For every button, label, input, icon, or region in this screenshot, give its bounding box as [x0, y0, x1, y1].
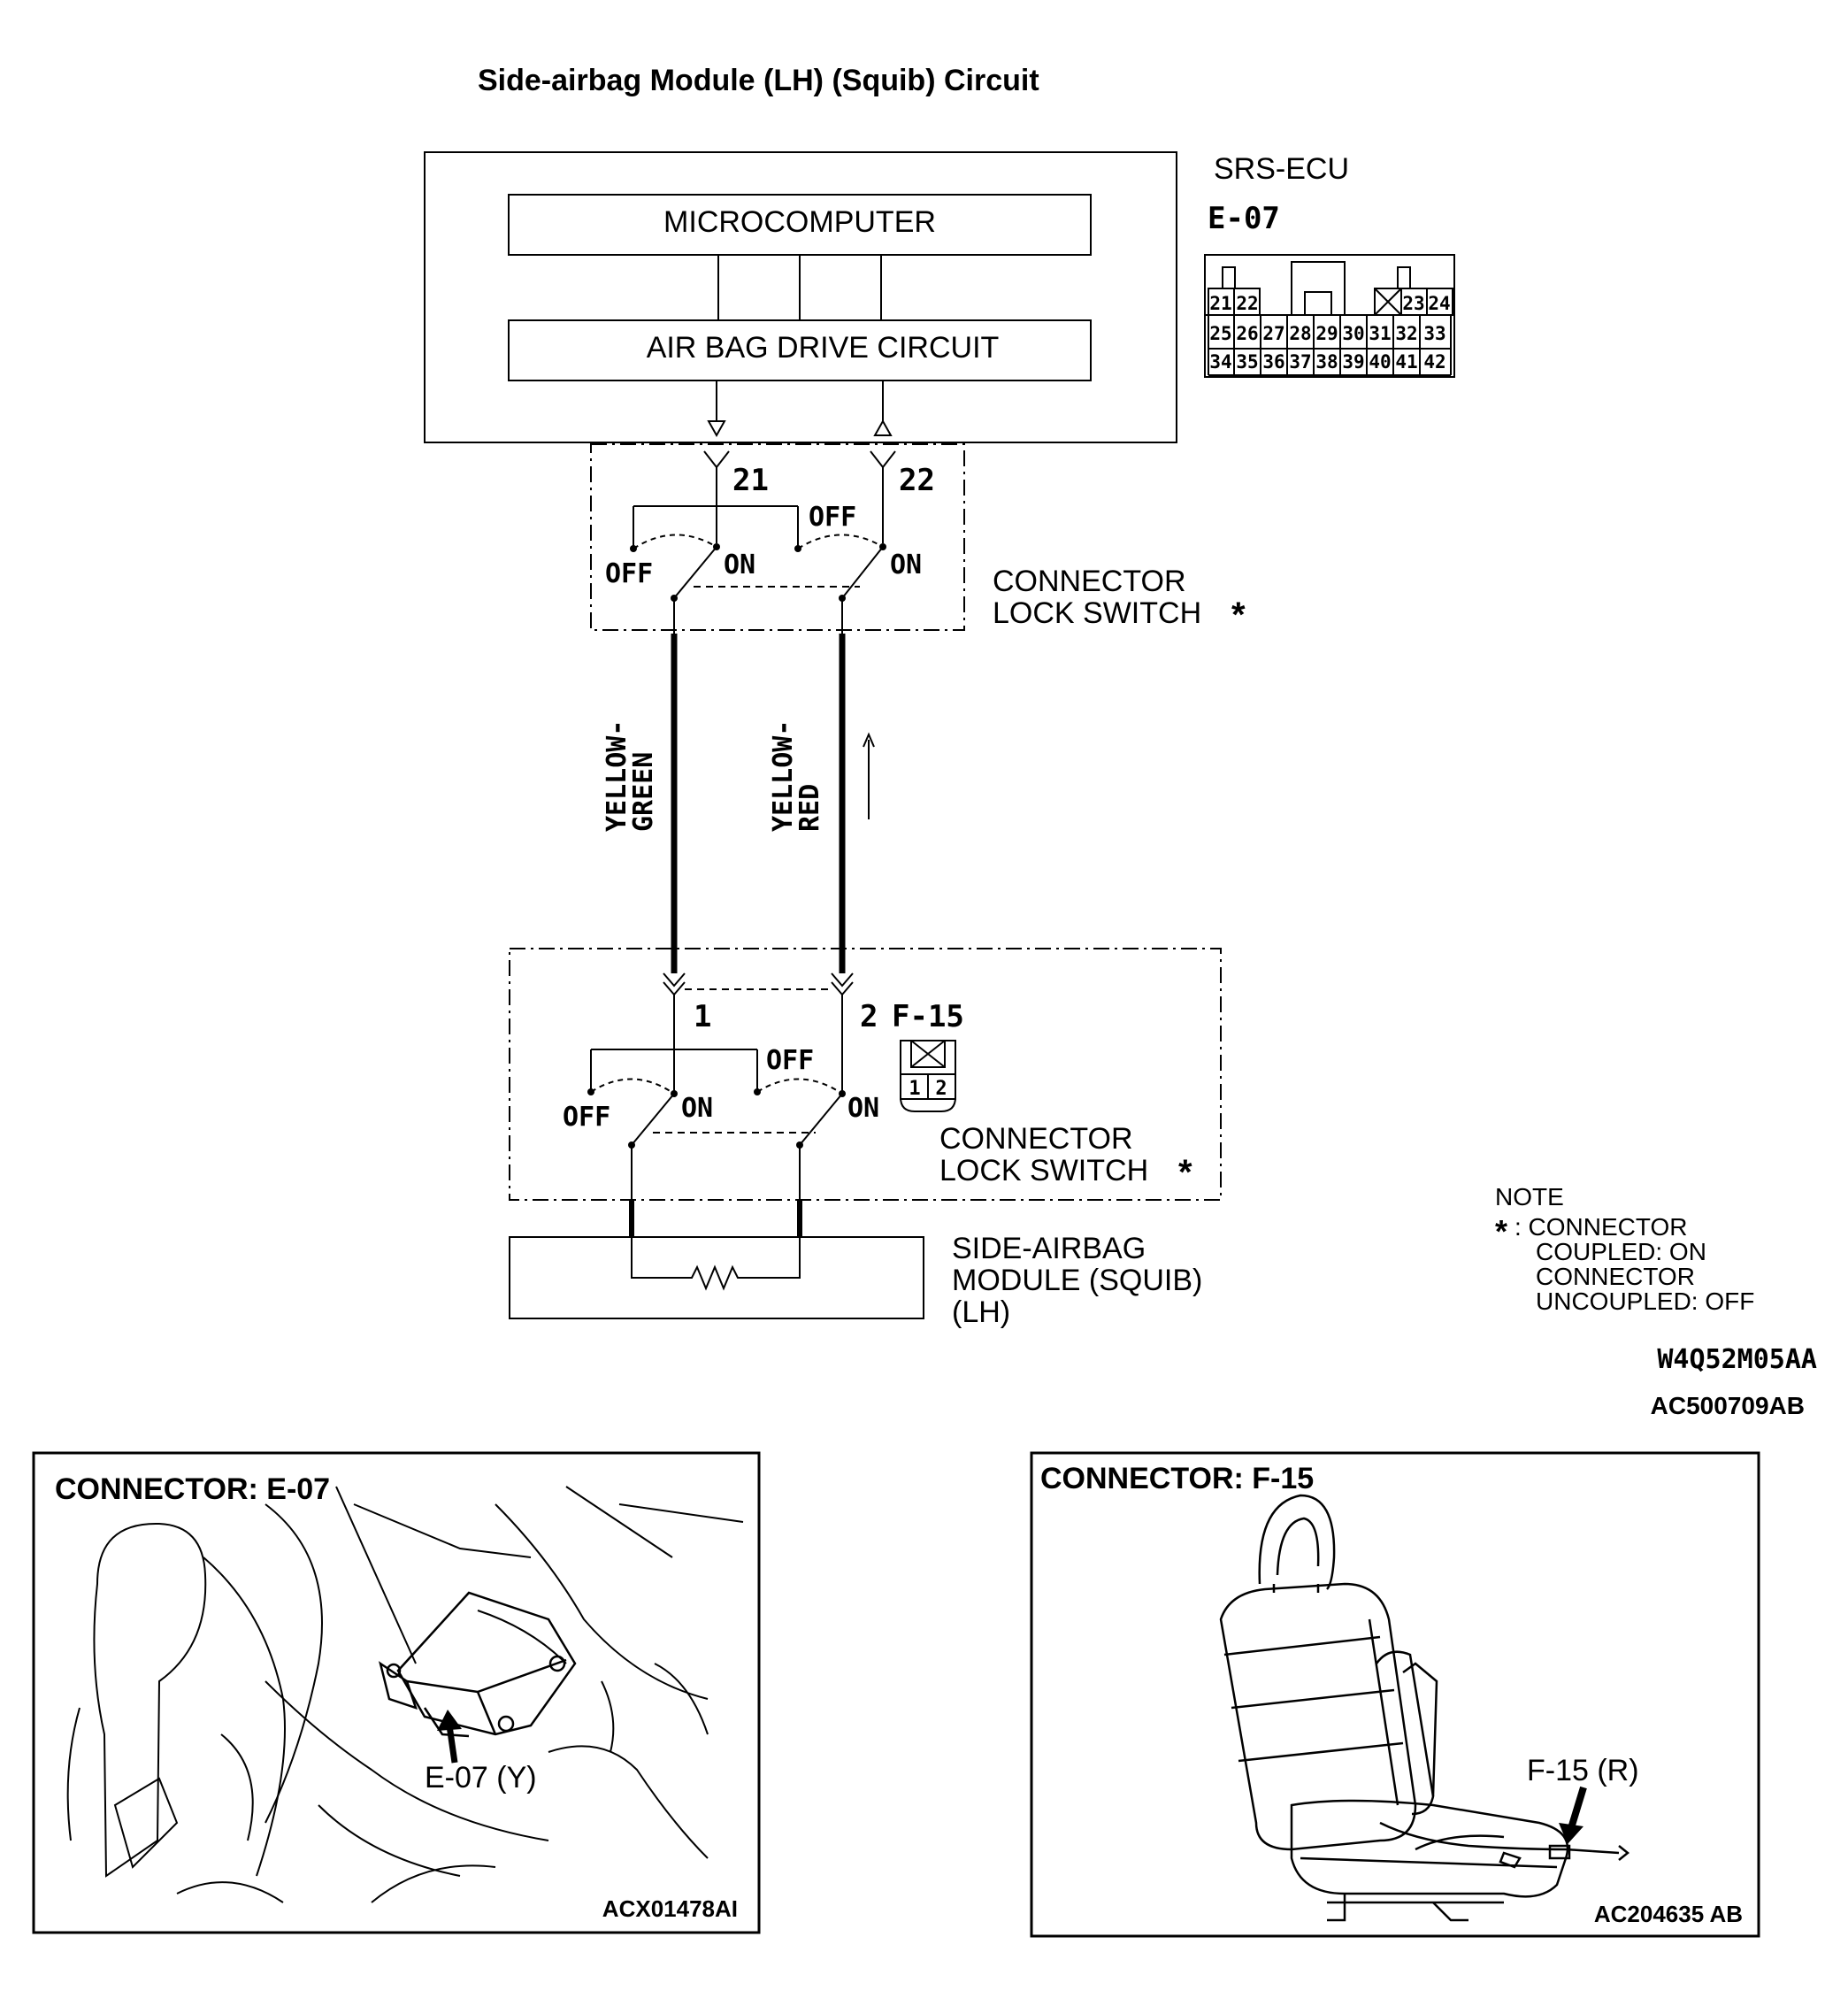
upper-off-left-label: OFF [605, 558, 653, 589]
svg-text:YELLOW-: YELLOW- [602, 720, 633, 832]
lower-lock-switch-label-2: LOCK SWITCH [939, 1154, 1148, 1187]
note-title: NOTE [1495, 1183, 1564, 1211]
pin-label: 31 [1369, 323, 1391, 344]
pin-label: 28 [1289, 323, 1311, 344]
pin-label: 36 [1262, 351, 1284, 373]
pin-label: 41 [1395, 351, 1417, 373]
note-line-3: CONNECTOR [1536, 1263, 1695, 1290]
wire-label-left: YELLOW- GREEN [602, 720, 659, 832]
pin-label: 2 [935, 1078, 947, 1100]
output-arrow-down-icon [707, 420, 726, 438]
squib-resistor-icon [631, 1237, 801, 1291]
pin-label: 33 [1423, 323, 1445, 344]
lower-off-left-label: OFF [563, 1102, 610, 1133]
input-arrow-up-icon [873, 419, 893, 436]
e07-pinout-diagram: 21 22 23 24 25 26 27 28 29 30 31 32 33 3… [1204, 254, 1455, 378]
diagram-code: W4Q52M05AA [1657, 1344, 1817, 1375]
upper-on-right-label: ON [890, 550, 922, 580]
pin-label: 1 [909, 1078, 920, 1100]
pin-label: 26 [1236, 323, 1258, 344]
pin-label: 29 [1315, 323, 1338, 344]
upper-asterisk: * [1231, 596, 1246, 634]
f15-connector-id: F-15 [892, 999, 964, 1034]
air-bag-drive-circuit-box [508, 319, 1092, 381]
figure-code: AC500709AB [1651, 1392, 1805, 1419]
pin-label: 23 [1402, 293, 1424, 314]
panel-right-title: CONNECTOR: F-15 [1040, 1462, 1314, 1495]
lower-on-left-label: ON [681, 1093, 713, 1124]
srs-ecu-box [424, 151, 1177, 443]
pin-label: 25 [1209, 323, 1231, 344]
e07-callout: E-07 (Y) [425, 1761, 537, 1795]
panel-left-title: CONNECTOR: E-07 [55, 1472, 330, 1506]
pin-label: 30 [1342, 323, 1364, 344]
module-label-2: MODULE (SQUIB) [952, 1264, 1202, 1297]
lower-lock-switch-boundary [509, 948, 1222, 1201]
upper-lock-switch-label-2: LOCK SWITCH [993, 596, 1201, 630]
pin-label: 35 [1236, 351, 1258, 373]
panel-right-code: AC204635 AB [1594, 1901, 1743, 1927]
srs-ecu-label: SRS-ECU [1214, 152, 1349, 186]
module-label-1: SIDE-AIRBAG [952, 1232, 1146, 1265]
panel-left-code: ACX01478AI [602, 1895, 738, 1922]
f15-pin-1: 1 [694, 999, 711, 1034]
pin-label: 42 [1423, 351, 1445, 373]
svg-text:YELLOW-: YELLOW- [768, 720, 799, 832]
pin-label: 37 [1289, 351, 1311, 373]
vehicle-interior-sketch [66, 1486, 744, 1903]
pin-label: 40 [1369, 351, 1391, 373]
pin-label: 39 [1342, 351, 1364, 373]
ecu-connector-id: E-07 [1208, 201, 1280, 236]
drive-circuit-label: AIR BAG DRIVE CIRCUIT [647, 331, 1000, 365]
svg-text:RED: RED [794, 784, 825, 832]
upper-lock-switch-label-1: CONNECTOR [993, 565, 1186, 598]
f15-pin-2: 2 [860, 999, 878, 1034]
ecu-pin-22: 22 [899, 463, 935, 498]
srs-ecu-unit-sketch [379, 1591, 577, 1738]
pin-label: 34 [1209, 351, 1231, 373]
ecu-pin-21: 21 [732, 463, 769, 498]
pin-label: 21 [1209, 293, 1231, 314]
f15-pointer-arrow-icon [1568, 1786, 1587, 1830]
pin-label: 38 [1315, 351, 1338, 373]
wire-label-right: YELLOW- RED [768, 720, 825, 832]
f15-pinout-diagram: 1 2 [900, 1040, 956, 1112]
pin-label: 24 [1428, 293, 1450, 314]
note-line-4: UNCOUPLED: OFF [1536, 1287, 1754, 1315]
f15-callout: F-15 (R) [1527, 1754, 1639, 1787]
lower-on-right-label: ON [847, 1093, 879, 1124]
connector-f15-panel: CONNECTOR: F-15 [1030, 1451, 1760, 1938]
module-label-3: (LH) [952, 1295, 1010, 1329]
svg-text:GREEN: GREEN [628, 752, 659, 832]
e07-pointer-arrow-icon [446, 1725, 458, 1764]
diagram-title: Side-airbag Module (LH) (Squib) Circuit [478, 64, 1039, 97]
seat-sketch [1219, 1494, 1630, 1922]
lower-lock-switch-label-1: CONNECTOR [939, 1122, 1133, 1156]
note-line-1: : CONNECTOR [1514, 1213, 1688, 1241]
note-line-2: COUPLED: ON [1536, 1238, 1706, 1265]
microcomputer-label: MICROCOMPUTER [663, 205, 936, 239]
upper-off-right-label: OFF [809, 502, 856, 533]
connector-e07-panel: CONNECTOR: E-07 [32, 1451, 761, 1934]
pin-label: 27 [1262, 323, 1284, 344]
note-asterisk: * [1495, 1213, 1507, 1249]
lower-asterisk: * [1178, 1153, 1192, 1192]
upper-on-left-label: ON [724, 550, 755, 580]
side-airbag-module-box [509, 1236, 924, 1319]
lower-off-right-label: OFF [766, 1045, 814, 1076]
pin-label: 22 [1236, 293, 1258, 314]
pin-label: 32 [1395, 323, 1417, 344]
upper-lock-switch-boundary [590, 443, 965, 631]
